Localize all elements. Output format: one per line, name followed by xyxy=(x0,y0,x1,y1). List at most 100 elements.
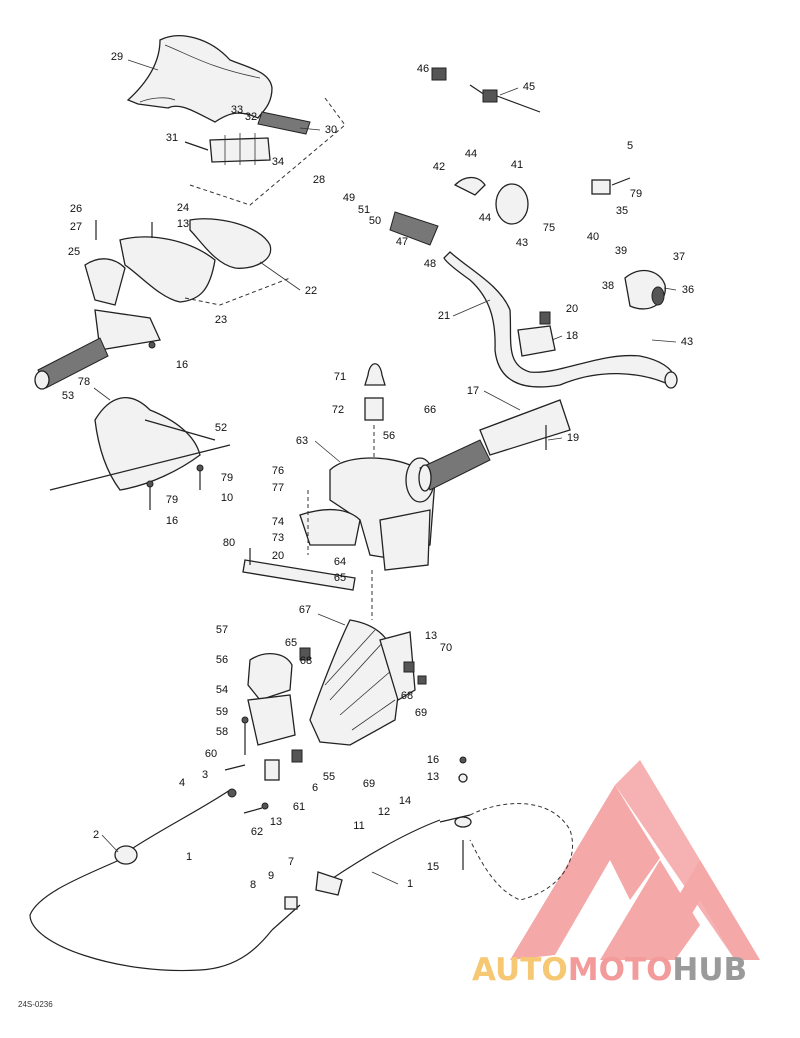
callout-label: 5 xyxy=(626,140,634,152)
handlebar-part xyxy=(443,251,678,389)
callout-label: 73 xyxy=(271,532,285,544)
callout-label: 59 xyxy=(215,706,229,718)
callout-label: 13 xyxy=(269,816,283,828)
callout-label: 7 xyxy=(287,856,295,868)
callout-label: 39 xyxy=(614,245,628,257)
callout-label: 29 xyxy=(110,51,124,63)
callout-label: 43 xyxy=(680,336,694,348)
callout-label: 4 xyxy=(178,777,186,789)
brand-part-1: AUTO xyxy=(472,952,568,988)
plate-part xyxy=(242,548,356,591)
callout-label: 76 xyxy=(271,465,285,477)
throttle-housing-part xyxy=(389,67,541,246)
callout-label: 36 xyxy=(681,284,695,296)
callout-label: 72 xyxy=(331,404,345,416)
callout-label: 3 xyxy=(201,769,209,781)
callout-label: 17 xyxy=(466,385,480,397)
callout-label: 56 xyxy=(382,430,396,442)
callout-label: 25 xyxy=(67,246,81,258)
callout-label: 11 xyxy=(353,820,365,832)
brand-watermark-text: AUTOMOTOHUB xyxy=(472,952,747,988)
callout-label: 63 xyxy=(295,435,309,447)
callout-label: 58 xyxy=(215,726,229,738)
callout-label: 18 xyxy=(565,330,579,342)
callout-label: 65 xyxy=(333,572,347,584)
callout-label: 77 xyxy=(271,482,285,494)
callout-label: 64 xyxy=(333,556,347,568)
callout-label: 27 xyxy=(69,221,83,233)
steering-column-part xyxy=(299,363,436,571)
callout-label: 79 xyxy=(165,494,179,506)
right-handle-grip-part xyxy=(418,399,571,492)
callout-label: 37 xyxy=(672,251,686,263)
callout-label: 14 xyxy=(398,795,412,807)
callout-label: 13 xyxy=(424,630,438,642)
callout-label: 55 xyxy=(322,771,336,783)
callout-label: 35 xyxy=(615,205,629,217)
switch-housing-part xyxy=(591,177,666,310)
front-bracket-part xyxy=(184,111,311,165)
callout-label: 8 xyxy=(249,879,257,891)
callout-label: 57 xyxy=(215,624,229,636)
left-control-housing-part xyxy=(34,218,272,390)
callout-label: 50 xyxy=(368,215,382,227)
callout-label: 49 xyxy=(342,192,356,204)
callout-label: 41 xyxy=(510,159,524,171)
callout-label: 26 xyxy=(69,203,83,215)
brand-part-2: MOTO xyxy=(567,952,673,988)
callout-label: 15 xyxy=(426,861,440,873)
callout-label: 22 xyxy=(304,285,318,297)
callout-label: 19 xyxy=(566,432,580,444)
callout-label: 23 xyxy=(214,314,228,326)
handlebar-clamp-part xyxy=(517,311,556,357)
callout-label: 45 xyxy=(522,81,536,93)
callout-label: 16 xyxy=(165,515,179,527)
callout-label: 53 xyxy=(61,390,75,402)
jet-nozzle-part xyxy=(439,756,574,901)
callout-label: 70 xyxy=(439,642,453,654)
callout-label: 54 xyxy=(215,684,229,696)
callout-label: 43 xyxy=(515,237,529,249)
callout-label: 13 xyxy=(426,771,440,783)
lever-bracket-part xyxy=(224,653,303,814)
callout-label: 66 xyxy=(423,404,437,416)
brand-part-3: HUB xyxy=(672,952,748,988)
callout-label: 52 xyxy=(214,422,228,434)
callout-label: 16 xyxy=(426,754,440,766)
callout-label: 42 xyxy=(432,161,446,173)
callout-label: 31 xyxy=(165,132,179,144)
callout-label: 78 xyxy=(77,376,91,388)
callout-label: 10 xyxy=(220,492,234,504)
callout-label: 80 xyxy=(222,537,236,549)
cover-plate-part xyxy=(49,397,231,491)
watermark-logo-icon xyxy=(510,760,760,960)
callout-label: 56 xyxy=(215,654,229,666)
callout-label: 44 xyxy=(478,212,492,224)
callout-label: 1 xyxy=(185,851,193,863)
callout-label: 46 xyxy=(416,63,430,75)
document-id: 24S-0236 xyxy=(18,1000,53,1009)
callout-label: 34 xyxy=(271,156,285,168)
callout-label: 79 xyxy=(220,472,234,484)
callout-label: 71 xyxy=(333,371,347,383)
control-cable-part xyxy=(29,788,441,972)
callout-label: 9 xyxy=(267,870,275,882)
seat-part xyxy=(126,35,273,123)
callout-label: 6 xyxy=(311,782,319,794)
callout-label: 47 xyxy=(395,236,409,248)
callout-label: 69 xyxy=(362,778,376,790)
callout-label: 75 xyxy=(542,222,556,234)
callout-label: 38 xyxy=(601,280,615,292)
callout-label: 61 xyxy=(292,801,306,813)
callout-label: 62 xyxy=(250,826,264,838)
callout-label: 20 xyxy=(271,550,285,562)
callout-label: 32 xyxy=(244,111,258,123)
callout-label: 79 xyxy=(629,188,643,200)
callout-label: 65 xyxy=(284,637,298,649)
callout-label: 2 xyxy=(92,829,100,841)
callout-label: 68 xyxy=(299,655,313,667)
callout-label: 20 xyxy=(565,303,579,315)
callout-label: 51 xyxy=(357,204,371,216)
callout-label: 67 xyxy=(298,604,312,616)
